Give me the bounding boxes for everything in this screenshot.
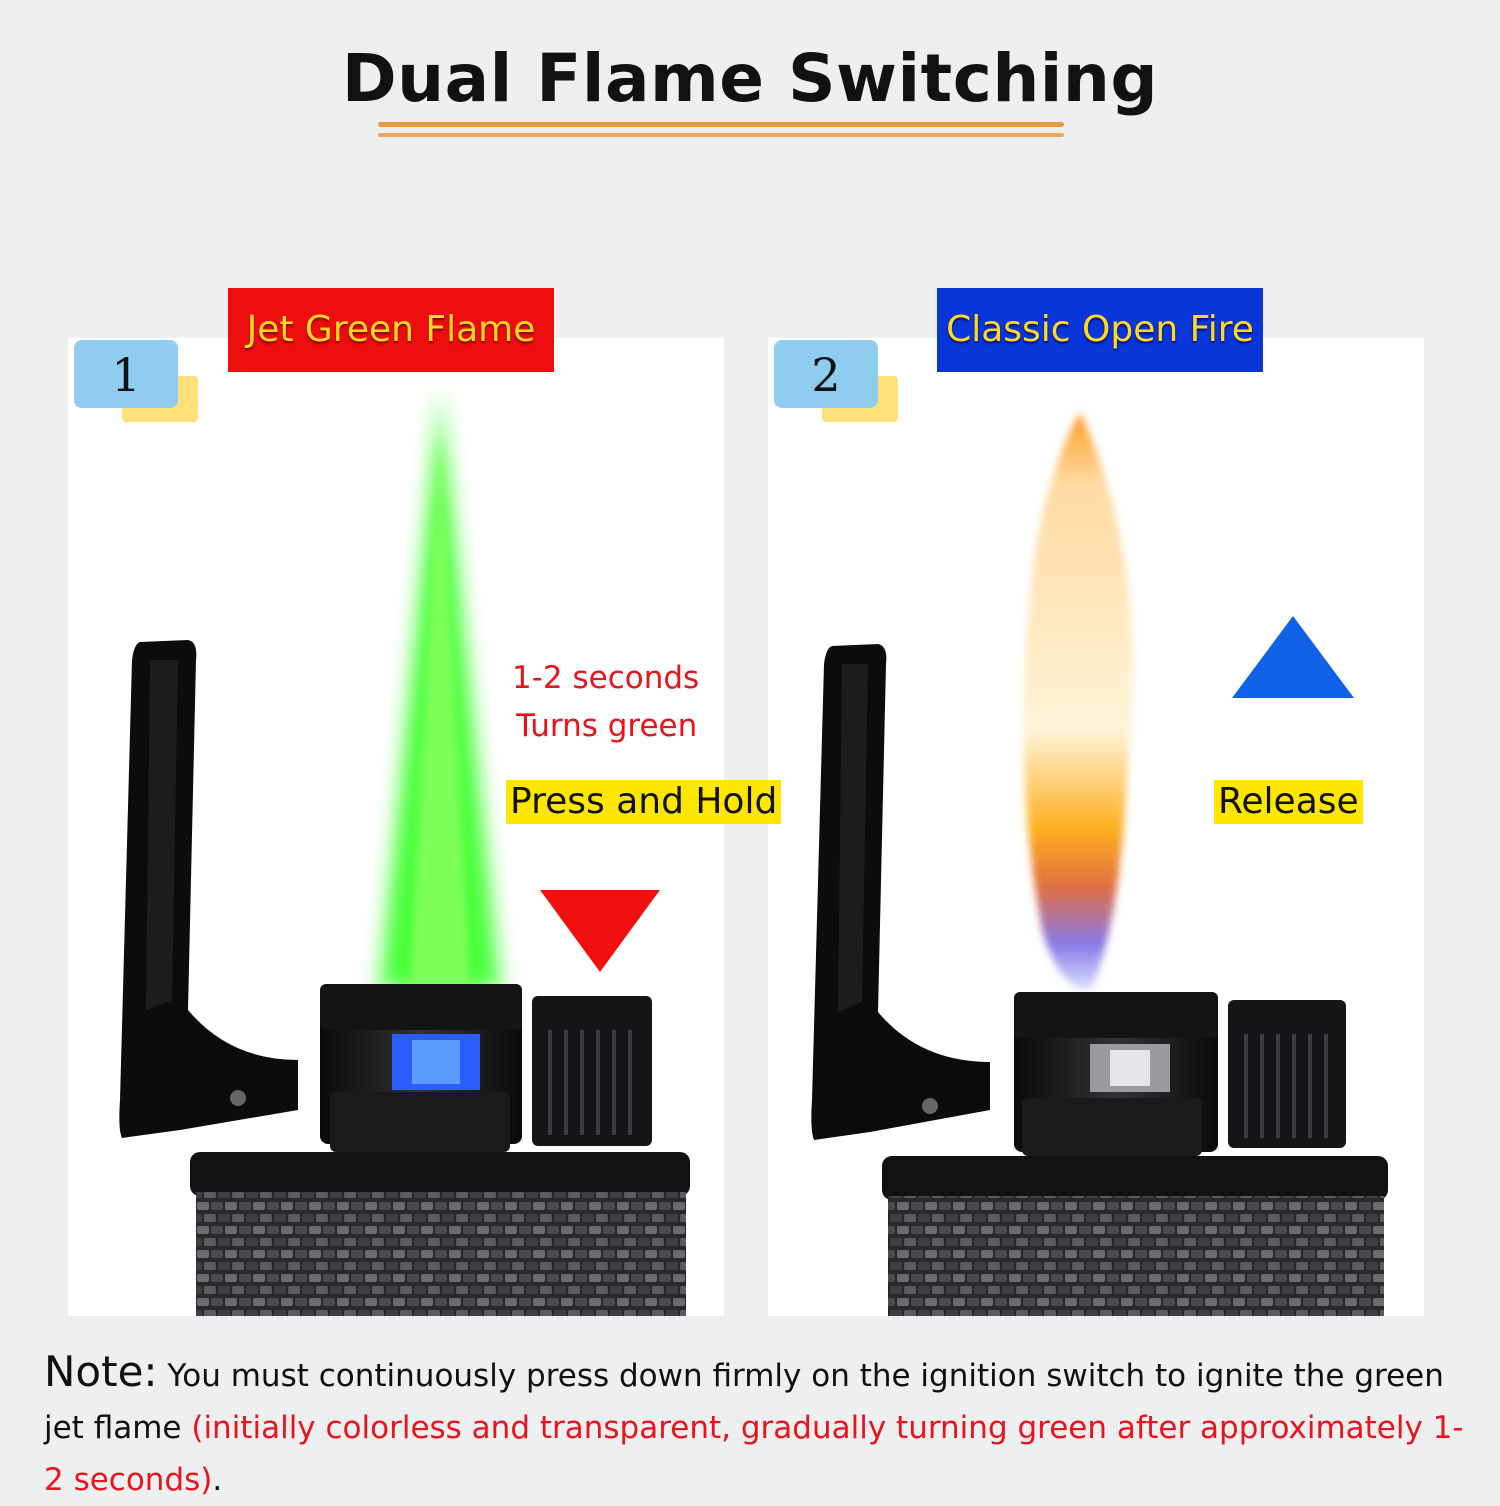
note-heading: Note: [44, 1347, 158, 1396]
turns-green-text: Turns green [516, 708, 698, 744]
jet-green-flame-label: Jet Green Flame [228, 288, 554, 372]
step-2-badge: 2 [774, 340, 898, 428]
up-blue-arrow-icon [1232, 616, 1354, 698]
lighter-left [119, 390, 690, 1316]
timing-text: 1-2 seconds [512, 660, 700, 696]
title-underline [378, 122, 1064, 127]
classic-open-fire-label: Classic Open Fire [937, 288, 1263, 372]
step-1-badge: 1 [74, 340, 198, 428]
note-red-text: (initially colorless and transparent, gr… [44, 1410, 1464, 1498]
press-and-hold-label: Press and Hold [506, 780, 782, 824]
title-underline-2 [378, 133, 1064, 137]
down-red-arrow-icon [540, 890, 660, 972]
page-title: Dual Flame Switching [341, 40, 1159, 117]
step-2-number: 2 [774, 340, 878, 408]
note-paragraph: Note: You must continuously press down f… [44, 1346, 1464, 1506]
note-text: You must continuously press down firmly … [44, 1358, 1444, 1446]
release-label: Release [1214, 780, 1363, 824]
classic-flame [1023, 412, 1133, 990]
lighter-right [811, 412, 1388, 1316]
note-end: . [212, 1462, 223, 1498]
step-1-number: 1 [74, 340, 178, 408]
green-flame [380, 390, 500, 990]
